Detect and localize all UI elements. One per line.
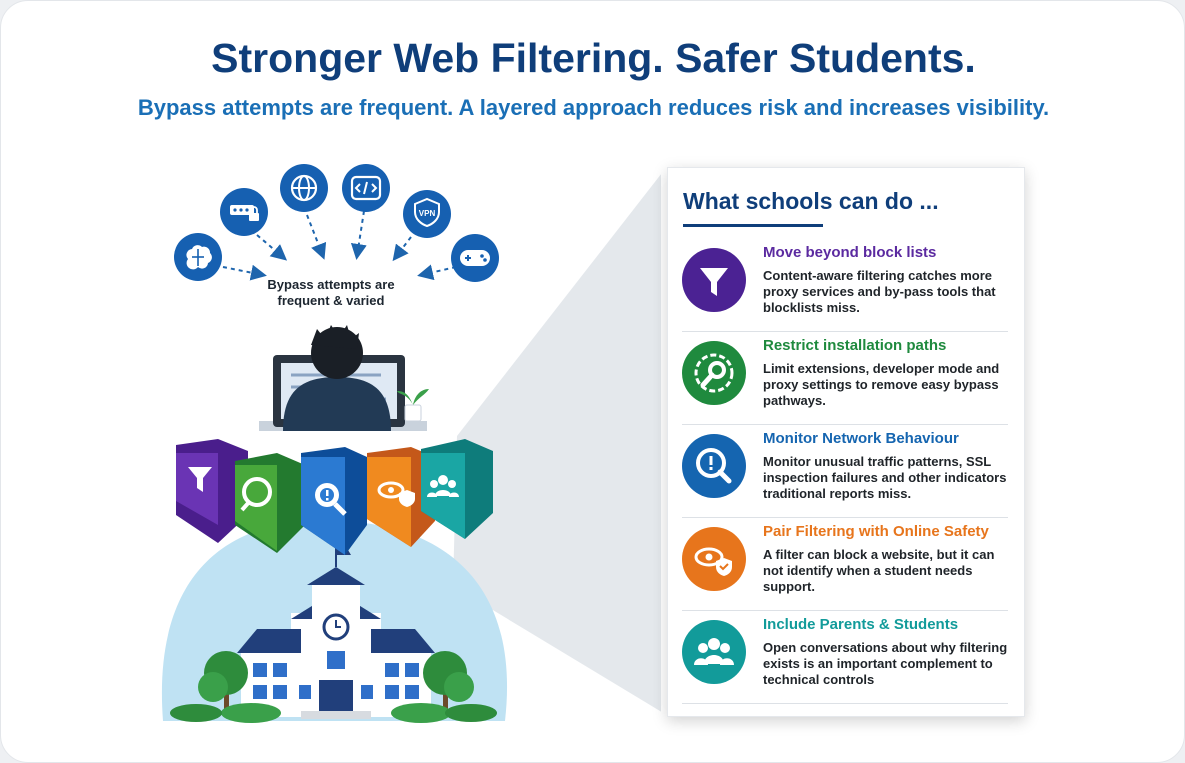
bypass-label-line2: frequent & varied [277,293,385,308]
action-item-description: Content-aware filtering catches more pro… [763,268,996,315]
action-item-description: Open conversations about why filtering e… [763,640,1008,687]
zoom-wedge [453,174,661,712]
people-icon [682,620,746,684]
action-item-network-behaviour: Monitor Network Behaviour Monitor unusua… [682,424,1008,518]
student-at-computer [259,325,429,431]
action-item-title: Monitor Network Behaviour [763,430,959,447]
action-item-title: Restrict installation paths [763,337,947,354]
shield-orange [367,447,435,547]
shield-teal [421,439,493,539]
shield-purple [176,439,248,543]
action-item-title: Pair Filtering with Online Safety [763,523,989,540]
code-icon [342,164,390,212]
action-item-description: Limit extensions, developer mode and pro… [763,361,1000,408]
action-item-installation-paths: Restrict installation paths Limit extens… [682,331,1008,425]
svg-text:VPN: VPN [419,209,436,218]
page-subtitle: Bypass attempts are frequent. A layered … [137,95,1050,120]
action-item-description: Monitor unusual traffic patterns, SSL in… [763,454,1007,501]
action-item-parents-students: Include Parents & Students Open conversa… [682,610,1008,704]
globe-icon [280,164,328,212]
password-lock-icon [220,188,268,236]
trees [170,651,497,723]
bypass-illustration: VPN [161,164,661,723]
bypass-label: Bypass attempts are frequent & varied [251,277,411,309]
action-item-title: Include Parents & Students [763,616,959,633]
action-item-block-lists: Move beyond block lists Content-aware fi… [682,238,1008,332]
brain-icon [174,233,222,281]
actions-panel: What schools can do ... Move beyond bloc… [667,167,1025,717]
panel-title: What schools can do ... [683,188,939,214]
action-item-title: Move beyond block lists [763,244,937,261]
action-item-online-safety: Pair Filtering with Online Safety A filt… [682,517,1008,611]
eye-shield-icon [682,527,746,591]
action-item-description: A filter can block a website, but it can… [763,547,995,594]
magnify-alert-icon [682,434,746,498]
panel-title-underline [683,224,823,227]
bypass-label-line1: Bypass attempts are [267,277,395,292]
gamepad-icon [451,234,499,282]
page-title: Stronger Web Filtering. Safer Students. [211,35,976,81]
shield-blue [301,447,367,555]
school-building [237,545,435,719]
shield-green [235,453,305,553]
wrench-gear-icon [682,341,746,405]
filter-icon [682,248,746,312]
vpn-shield-icon: VPN [403,190,451,238]
